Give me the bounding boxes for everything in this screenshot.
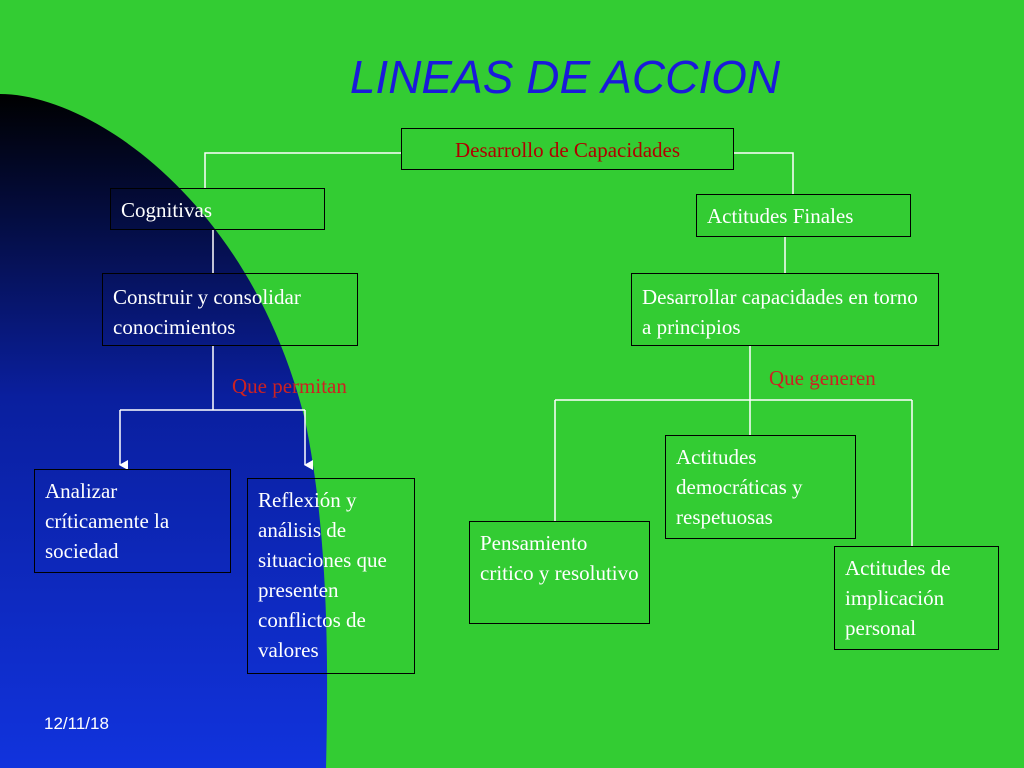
node-desarrollar: Desarrollar capacidades en torno a princ… [631, 273, 939, 346]
connector-label-que-generen: Que generen [769, 366, 876, 390]
slide-date: 12/11/18 [44, 714, 109, 733]
node-implicacion: Actitudes de implicación personal [834, 546, 999, 650]
node-pensamiento: Pensamiento critico y resolutivo [469, 521, 650, 624]
node-democraticas: Actitudes democráticas y respetuosas [665, 435, 856, 539]
node-actitudes-finales: Actitudes Finales [696, 194, 911, 237]
node-analizar: Analizar críticamente la sociedad [34, 469, 231, 573]
connector-label-que-permitan: Que permitan [232, 374, 347, 398]
slide-title: LINEAS DE ACCION [349, 51, 781, 103]
node-reflexion: Reflexión y análisis de situaciones que … [247, 478, 415, 674]
node-construir: Construir y consolidar conocimientos [102, 273, 358, 346]
connector-root-right [734, 152, 794, 194]
connector-root-left [204, 152, 401, 188]
root-node: Desarrollo de Capacidades [401, 128, 734, 170]
node-cognitivas: Cognitivas [110, 188, 325, 230]
